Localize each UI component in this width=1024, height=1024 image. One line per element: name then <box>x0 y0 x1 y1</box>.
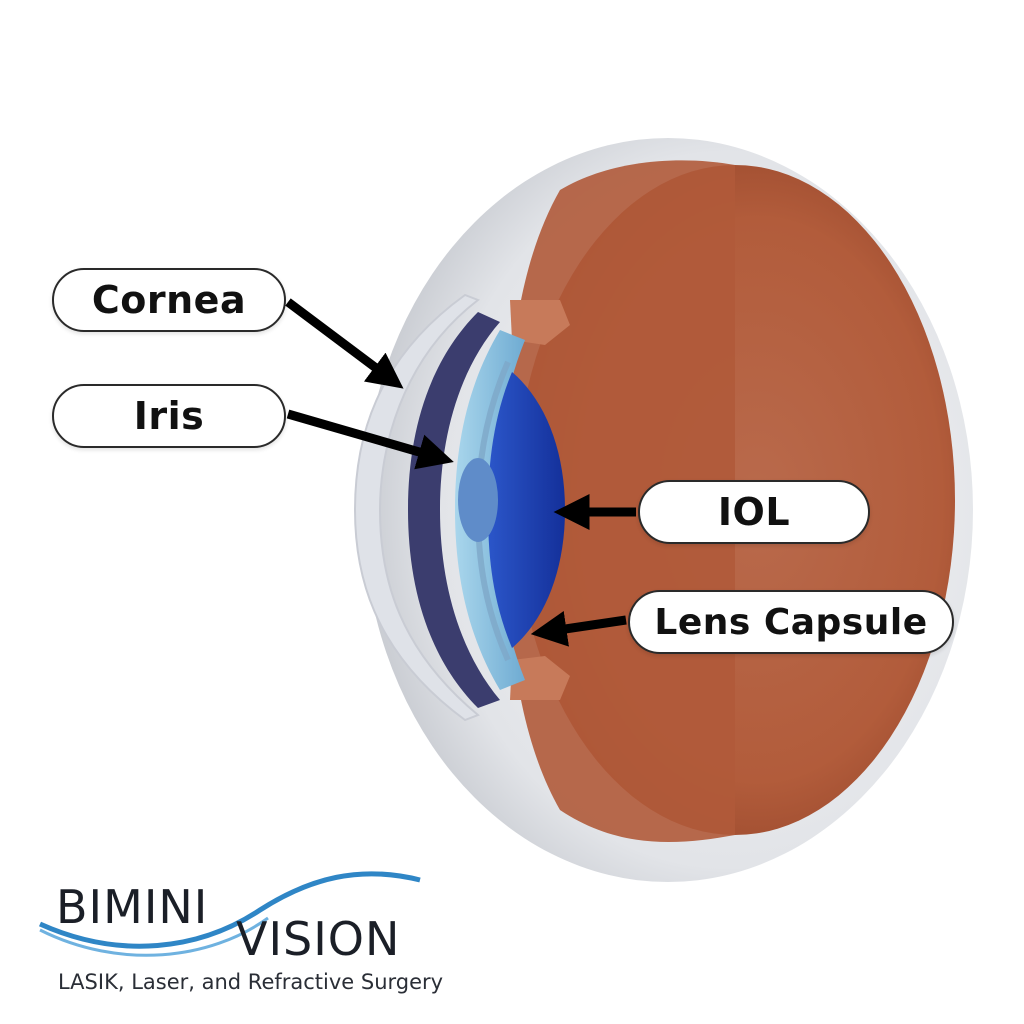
logo-wave-inner <box>39 916 269 957</box>
iol-lens <box>488 372 565 648</box>
arrow-iris <box>286 409 454 470</box>
cornea-shell <box>353 293 481 722</box>
arrow-lens-capsule <box>530 611 627 647</box>
ciliary-body-bottom <box>510 656 570 700</box>
cornea-label: Cornea <box>52 268 286 332</box>
cornea-band <box>408 312 500 708</box>
iol-center <box>458 458 498 542</box>
iol-label: IOL <box>638 480 870 544</box>
logo-wave <box>38 871 421 949</box>
arrow-cornea <box>285 298 404 389</box>
lens-capsule-label: Lens Capsule <box>628 590 954 654</box>
logo-tagline: LASIK, Laser, and Refractive Surgery <box>58 970 444 994</box>
iris-label: Iris <box>52 384 286 448</box>
ciliary-body-top <box>510 300 570 345</box>
logo-word-bimini: BIMINI <box>56 880 209 934</box>
logo-word-vision: VISION <box>236 912 401 966</box>
